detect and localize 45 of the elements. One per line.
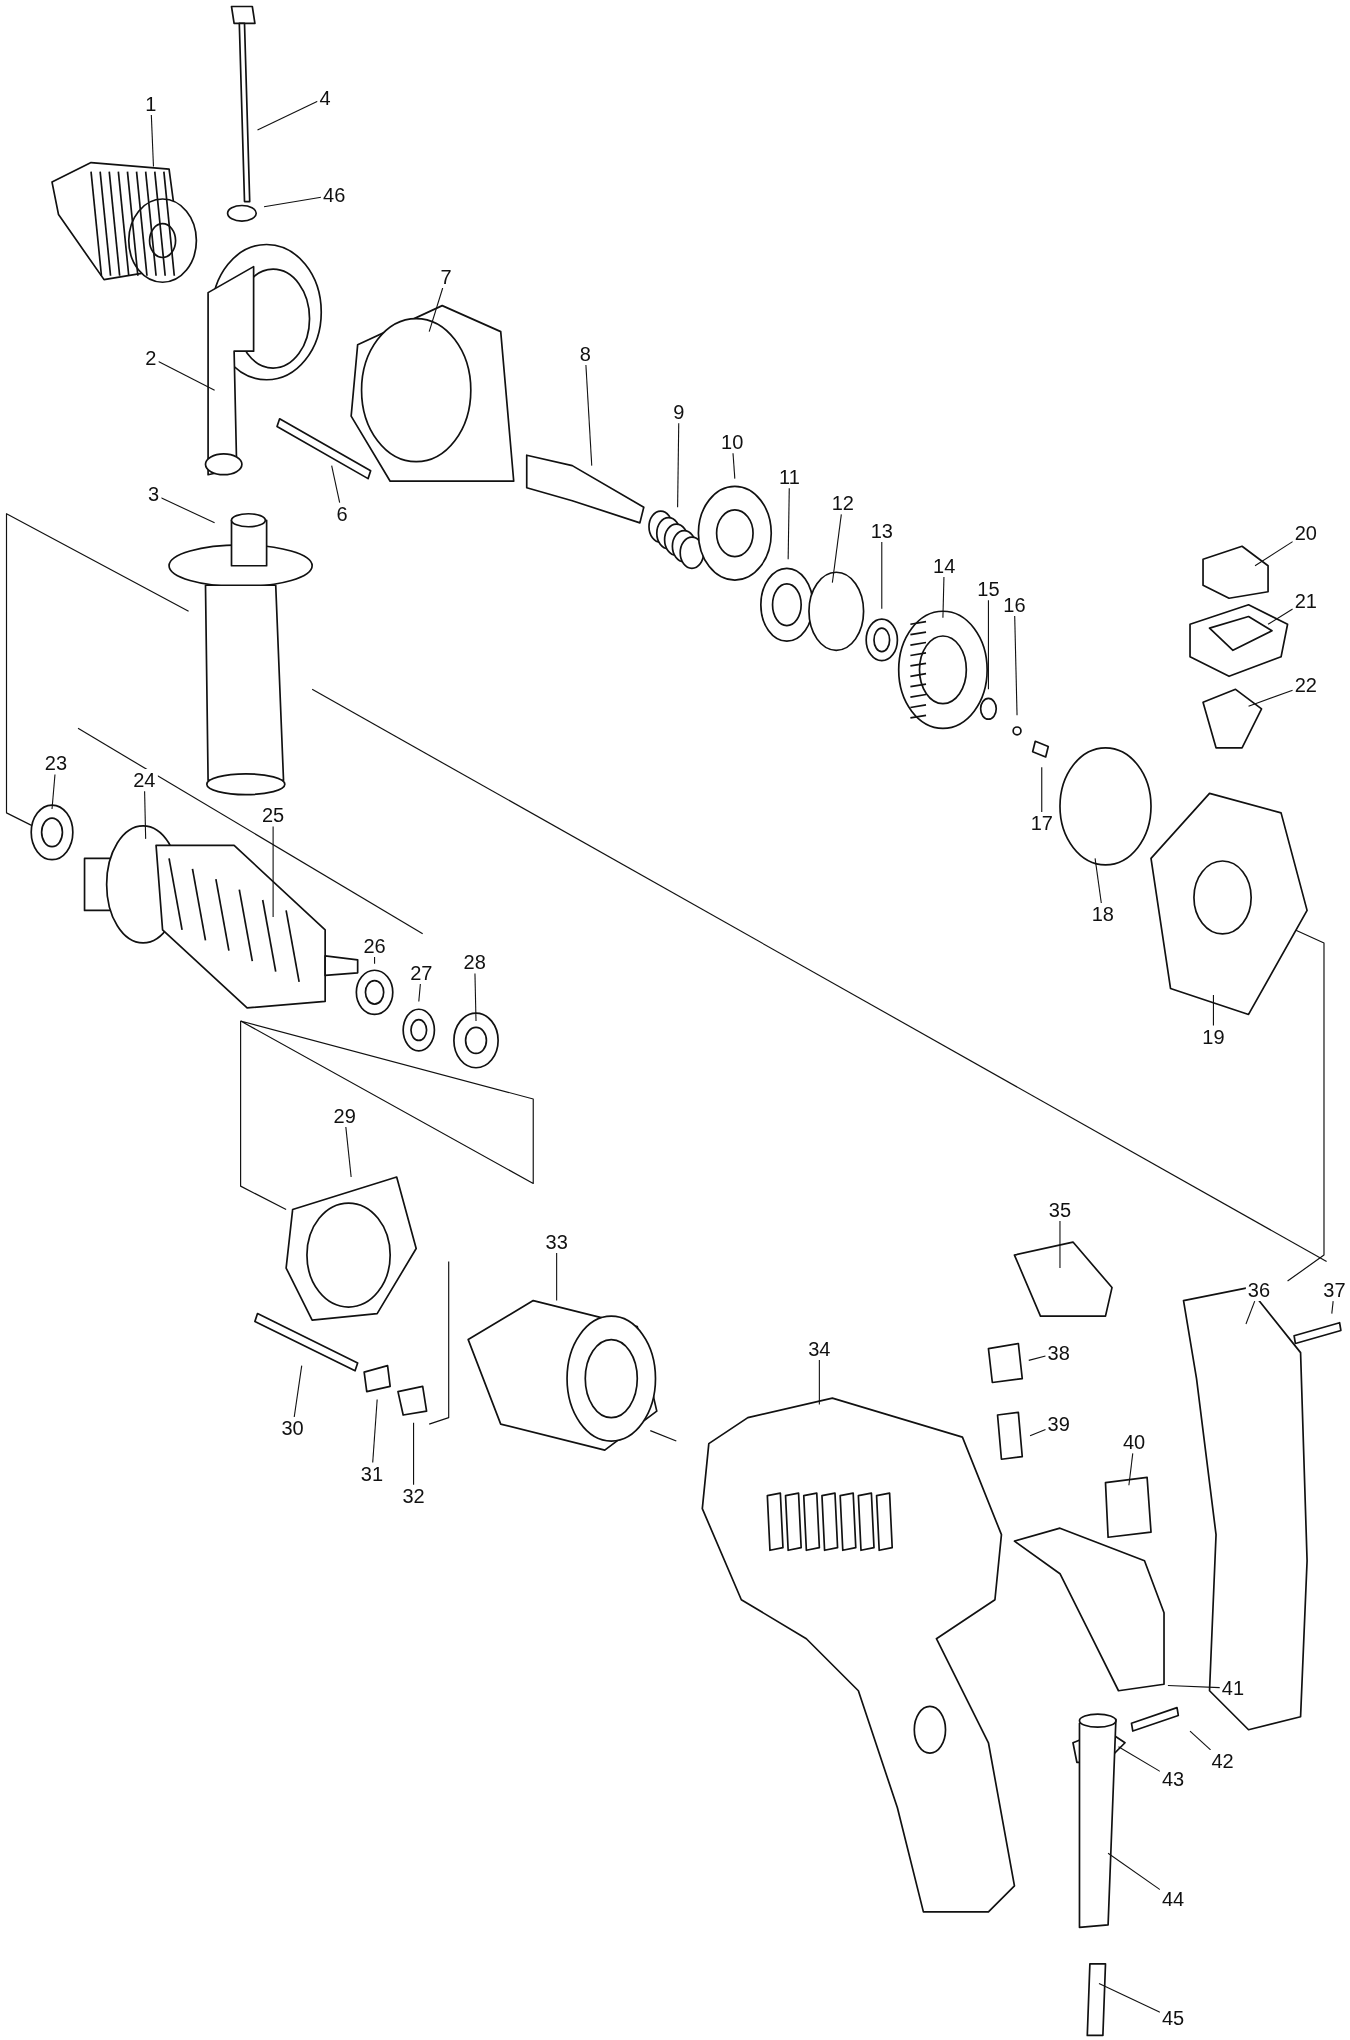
leader-line — [1107, 1852, 1161, 1891]
leader-line — [585, 364, 593, 467]
leader-line — [293, 1365, 303, 1418]
leader-line — [677, 422, 680, 508]
leader-line — [556, 1252, 558, 1302]
leader-line — [144, 790, 147, 840]
leader-line — [1028, 1355, 1047, 1361]
leader-line — [732, 452, 736, 480]
leader-line — [1014, 615, 1018, 716]
leader-line — [263, 196, 322, 208]
leader-line — [1267, 608, 1294, 625]
leader-line — [157, 360, 216, 391]
leader-line — [1059, 1220, 1061, 1269]
leader-line — [150, 114, 154, 167]
leader-line — [1254, 541, 1294, 567]
leader-line — [345, 1126, 352, 1178]
leader-line — [881, 541, 883, 610]
leader-line — [787, 487, 790, 560]
leader-line — [51, 773, 56, 810]
leader-line — [1331, 1300, 1334, 1315]
leader-line — [418, 983, 421, 1002]
leader-line — [1128, 1452, 1134, 1486]
leader-line — [272, 825, 274, 918]
leader-line — [413, 1422, 415, 1486]
leader-line — [1098, 1982, 1161, 2013]
leader-line — [1041, 766, 1043, 813]
leader-line — [831, 513, 842, 584]
leader-line — [987, 599, 989, 690]
leader-line — [818, 1359, 820, 1406]
leader-line — [1245, 1300, 1256, 1325]
leader-line — [474, 972, 477, 1022]
leader-line — [331, 465, 341, 504]
leader-line — [160, 497, 216, 524]
leader-line — [1212, 994, 1214, 1027]
leader-line — [1189, 1730, 1212, 1751]
leader-line — [374, 955, 376, 965]
leader-line — [256, 100, 319, 131]
leader-line — [1094, 857, 1102, 904]
leader-line — [428, 287, 444, 333]
leader-line — [1167, 1685, 1221, 1689]
leader-line — [1029, 1428, 1047, 1437]
leader-line — [1248, 689, 1294, 707]
leader-line — [1117, 1746, 1161, 1772]
leader-line — [372, 1398, 378, 1464]
leader-line — [942, 576, 945, 619]
